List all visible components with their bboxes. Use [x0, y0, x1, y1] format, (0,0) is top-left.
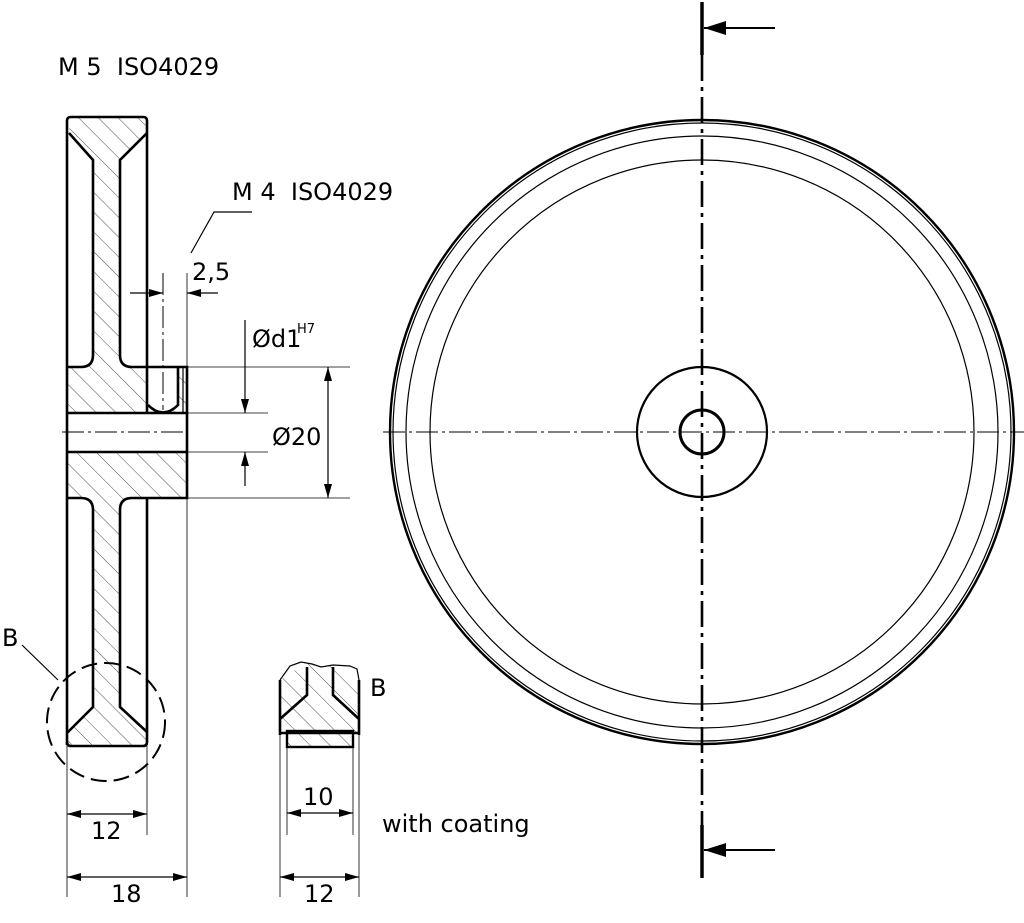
svg-text:2,5: 2,5	[192, 258, 230, 286]
rim-outline	[65, 115, 149, 745]
front-view	[383, 2, 1024, 878]
dim-hub-diameter: Ø20	[187, 366, 350, 499]
coating	[285, 729, 355, 749]
thread-note-hub: M 4 ISO4029	[232, 178, 393, 206]
section-view: B	[2, 115, 189, 782]
dim-widths: 12 18	[66, 498, 188, 908]
dim-setscrew-offset: 2,5	[130, 258, 230, 367]
detail-view-label: B	[370, 674, 386, 702]
section-hatch	[67, 117, 187, 413]
svg-text:18: 18	[111, 880, 142, 908]
detail-b-view: B 10 12	[278, 661, 386, 908]
dim-detail-width: 12	[304, 880, 335, 908]
thread-hub-leader	[190, 211, 252, 254]
coating-note: with coating	[382, 810, 530, 838]
dim-bore: Ød1 H7	[187, 320, 315, 486]
svg-text:Ød1: Ød1	[252, 325, 301, 353]
detail-b-label: B	[2, 624, 18, 652]
web-upper	[66, 132, 189, 734]
detail-b-leader	[21, 644, 59, 681]
svg-text:H7: H7	[297, 322, 315, 337]
setscrew-hole	[145, 367, 180, 414]
svg-text:Ø20: Ø20	[272, 423, 321, 451]
dim-coating-width: 10	[303, 783, 334, 811]
svg-text:12: 12	[91, 817, 122, 845]
thread-note-top: M 5 ISO4029	[58, 53, 219, 81]
detail-b-circle	[46, 662, 166, 782]
